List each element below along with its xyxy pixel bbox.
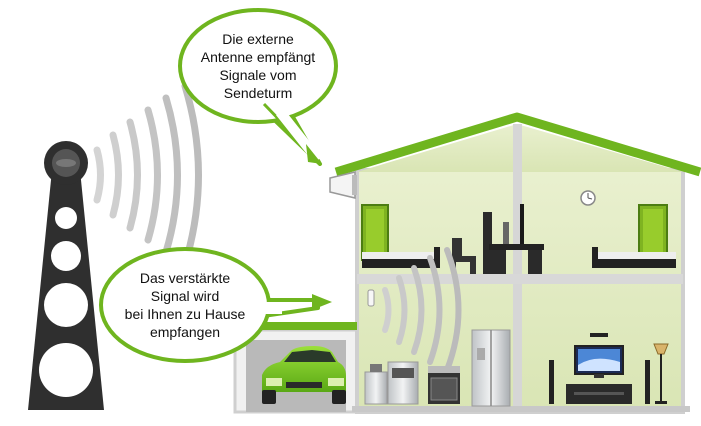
- callout-bottom-line-4: empfangen: [149, 324, 221, 340]
- pointer-arrow-top: [306, 144, 322, 164]
- callout-bottom-line-3: bei Ihnen zu Hause: [124, 306, 246, 322]
- fridge-icon: [471, 329, 511, 407]
- pointer-arrow-bottom: [312, 294, 332, 310]
- cell-tower-icon: [28, 141, 104, 410]
- callout-top-line-2: Antenne empfängt: [200, 49, 316, 65]
- speaker-right: [645, 360, 650, 404]
- lamp-icon: [653, 343, 669, 404]
- grill-icon: [364, 361, 419, 405]
- chair-icon: [452, 238, 476, 274]
- bookshelf: [483, 212, 492, 274]
- callout-bottom-line-2: Signal wird: [150, 288, 220, 304]
- bedroom-right: [592, 204, 676, 268]
- car-icon: [262, 346, 346, 404]
- callout-top-line-1: Die externe: [222, 31, 294, 47]
- indoor-signal-waves: [382, 247, 462, 373]
- bedroom-left: [361, 204, 440, 268]
- callout-bottom-text: Das verstärkte Signal wird bei Ihnen zu …: [105, 269, 265, 341]
- indoor-antenna-icon: [367, 289, 375, 307]
- oven-icon: [428, 366, 460, 404]
- tower-signal-waves: [93, 82, 202, 268]
- speaker-left: [549, 360, 554, 404]
- callout-top-line-4: Sendeturm: [223, 85, 293, 101]
- callout-bottom: [99, 247, 320, 363]
- monitor-icon: [520, 204, 524, 244]
- callout-top-text: Die externe Antenne empfängt Signale vom…: [188, 30, 328, 102]
- callout-top-line-3: Signale vom: [219, 67, 297, 83]
- tv-icon: [566, 333, 632, 404]
- clock-icon: [580, 190, 596, 206]
- office: [452, 204, 544, 274]
- external-antenna-icon: [329, 171, 357, 199]
- callout-bottom-line-1: Das verstärkte: [139, 270, 231, 286]
